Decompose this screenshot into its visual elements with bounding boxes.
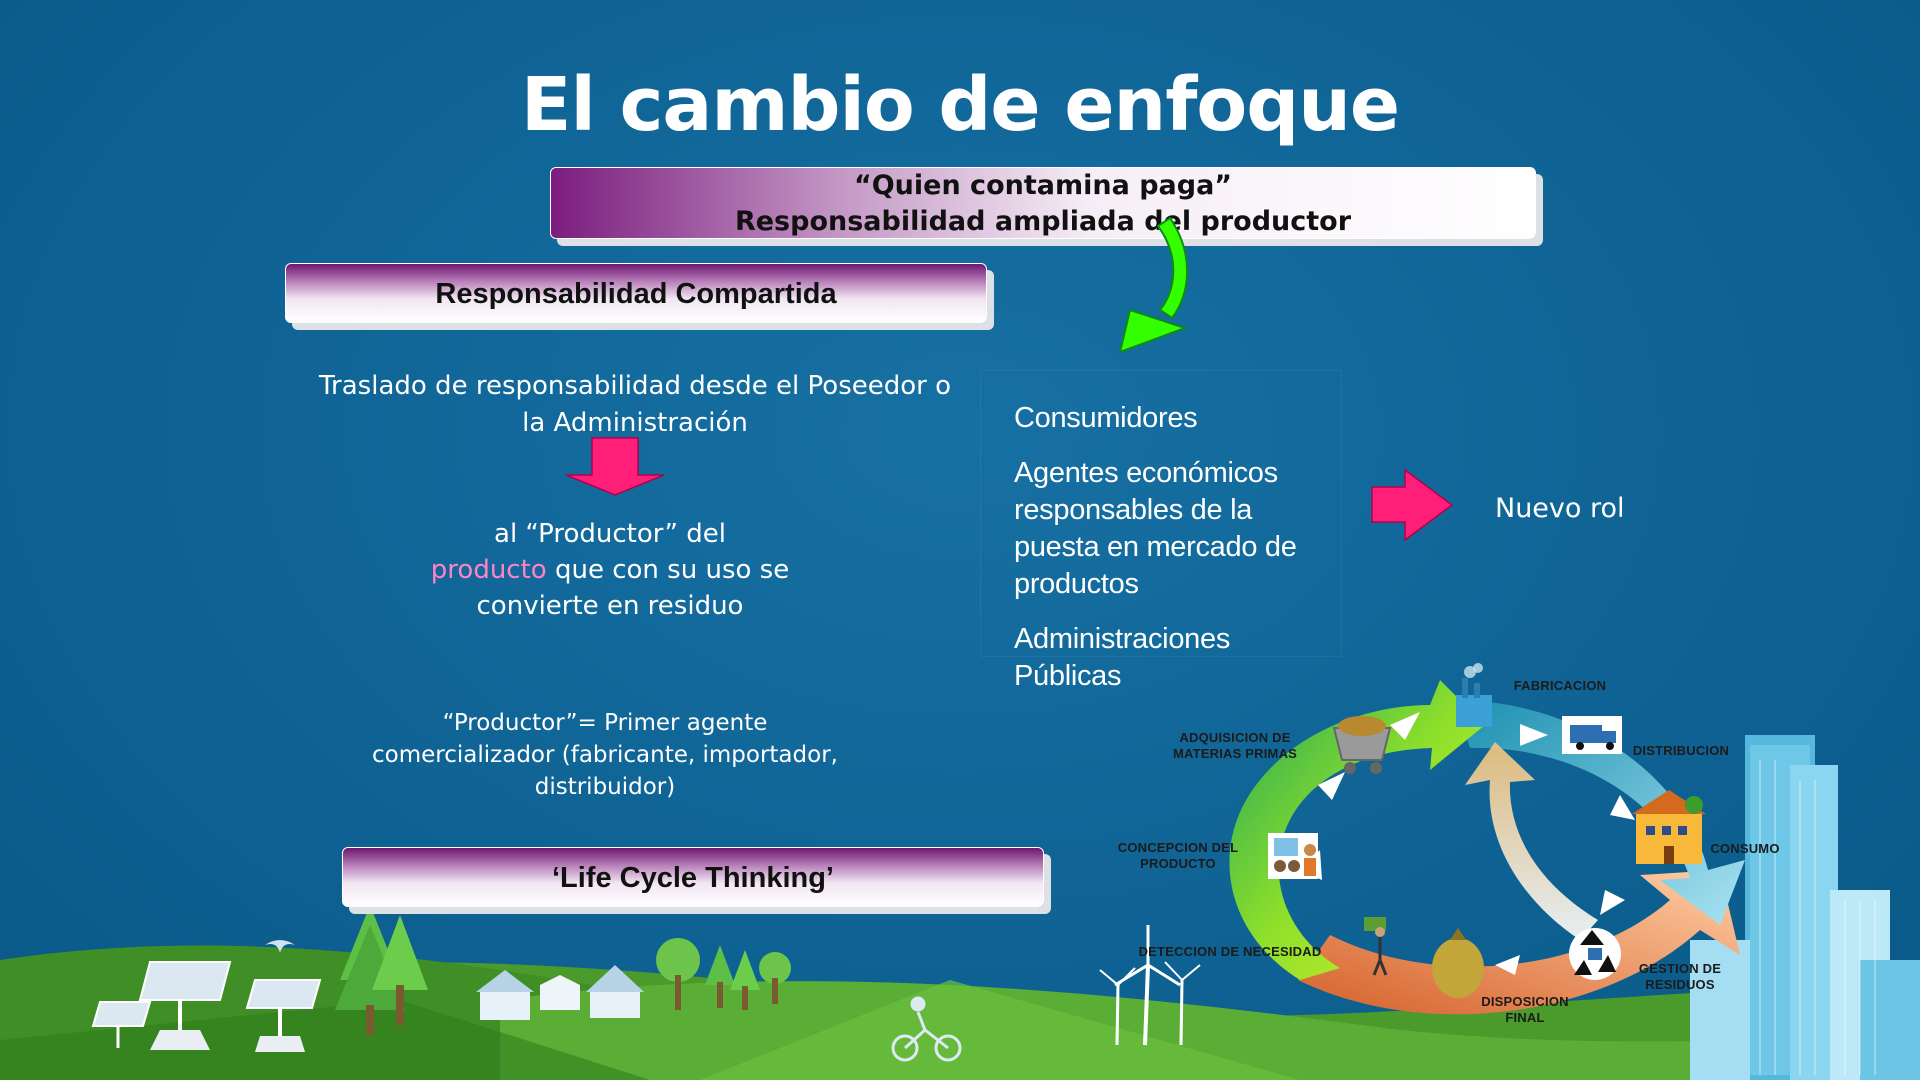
factory-icon xyxy=(1456,663,1492,727)
person-need-icon xyxy=(1364,917,1388,976)
waste-bag-icon xyxy=(1432,928,1484,998)
agent-consumidores: Consumidores xyxy=(1014,402,1198,434)
city-buildings-icon xyxy=(1690,735,1920,1080)
agent-agentes-economicos: Agentes económicos responsables de la pu… xyxy=(1014,457,1297,600)
agents-box xyxy=(980,370,1342,657)
solar-panel-icon xyxy=(91,961,322,1052)
cycle-label-deteccion: DETECCION DE NECESIDAD xyxy=(1138,944,1322,959)
productor-text-part2: que con su uso se convierte en residuo xyxy=(476,555,790,621)
cycle-label-distribucion: DISTRIBUCION xyxy=(1632,743,1730,758)
banner-line-polluter-pays: “Quien contamina paga” xyxy=(853,170,1233,201)
agent-administraciones: Administraciones Públicas xyxy=(1014,623,1231,692)
tree-icon xyxy=(335,905,791,1035)
truck-icon xyxy=(1562,716,1622,754)
productor-highlight: producto xyxy=(430,555,547,585)
cycle-label-adquisicion: ADQUISICION DE MATERIAS PRIMAS xyxy=(1172,730,1298,761)
banner-responsabilidad-compartida: Responsabilidad Compartida xyxy=(285,263,987,323)
wind-turbine-icon xyxy=(1099,925,1201,1046)
banner-polluter-pays: “Quien contamina paga” Responsabilidad a… xyxy=(550,167,1536,239)
cycle-label-disposicion: DISPOSICION FINAL xyxy=(1481,994,1569,1025)
banner-life-cycle-thinking: ‘Life Cycle Thinking’ xyxy=(342,847,1044,907)
slide-title: El cambio de enfoque xyxy=(520,62,1400,148)
banner-line-epr: Responsabilidad ampliada del productor xyxy=(734,206,1352,237)
pink-down-arrow-icon xyxy=(565,437,665,496)
cycle-label-fabricacion: FABRICACION xyxy=(1513,678,1607,693)
house-icon xyxy=(476,965,644,1020)
traslado-text: Traslado de responsabilidad desde el Pos… xyxy=(319,371,951,438)
productor-definition: “Productor”= Primer agente comercializad… xyxy=(372,710,838,800)
green-curved-arrow-icon xyxy=(1118,216,1189,354)
cyclist-icon xyxy=(891,996,962,1062)
bird-icon xyxy=(265,940,295,953)
mine-cart-icon xyxy=(1332,716,1392,774)
cycle-label-consumo: CONSUMO xyxy=(1710,841,1780,856)
recycle-icon xyxy=(1569,928,1621,980)
meeting-icon xyxy=(1268,833,1318,879)
productor-text: al “Productor” del producto que con su u… xyxy=(400,516,820,624)
houses-consumo-icon xyxy=(1632,790,1706,864)
productor-text-part1: al “Productor” del xyxy=(494,519,726,549)
cycle-label-gestion: GESTION DE RESIDUOS xyxy=(1638,961,1722,992)
pink-right-arrow-icon xyxy=(1371,468,1454,542)
cycle-label-concepcion: CONCEPCION DEL PRODUCTO xyxy=(1117,840,1239,871)
nuevo-rol-label: Nuevo rol xyxy=(1495,493,1625,524)
